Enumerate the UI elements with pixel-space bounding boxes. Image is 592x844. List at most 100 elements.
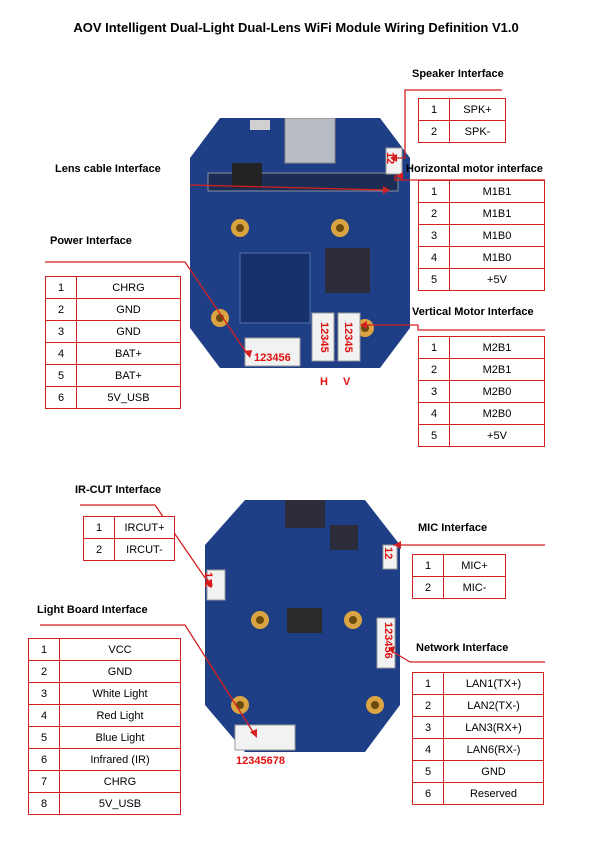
pin-name: 5V_USB xyxy=(59,792,181,815)
pin-number: 2 xyxy=(418,120,450,143)
vertical-motor-label: Vertical Motor Interface xyxy=(412,306,534,318)
ircut-label: IR-CUT Interface xyxy=(75,484,162,496)
pin-number: 4 xyxy=(28,704,60,727)
pin-name: LAN2(TX-) xyxy=(443,694,544,717)
lens-label: Lens cable Interface xyxy=(55,163,161,175)
v-pin-mark: 12345 xyxy=(342,322,354,353)
horizontal-motor-label: Horizontal motor interface xyxy=(406,163,543,175)
page-title: AOV Intelligent Dual-Light Dual-Lens WiF… xyxy=(73,20,519,35)
pin-name: White Light xyxy=(59,682,181,705)
pin-number: 1 xyxy=(418,180,450,203)
pin-number: 5 xyxy=(28,726,60,749)
pin-name: CHRG xyxy=(59,770,181,793)
pin-name: BAT+ xyxy=(76,364,181,387)
power-label: Power Interface xyxy=(50,235,132,247)
pin-name: CHRG xyxy=(76,276,181,299)
pin-number: 6 xyxy=(45,386,77,409)
pin-number: 2 xyxy=(412,694,444,717)
pin-name: MIC+ xyxy=(443,554,506,577)
pin-number: 6 xyxy=(28,748,60,771)
pin-name: M2B1 xyxy=(449,336,545,359)
power-pin-mark: 123456 xyxy=(254,352,291,364)
pin-name: 5V_USB xyxy=(76,386,181,409)
pin-number: 2 xyxy=(418,202,450,225)
h-pin-mark: 12345 xyxy=(318,322,330,353)
pin-number: 2 xyxy=(83,538,115,561)
table-row: 5+5V xyxy=(418,424,545,447)
pin-number: 3 xyxy=(28,682,60,705)
main-board-bottom xyxy=(205,500,400,752)
pin-name: LAN1(TX+) xyxy=(443,672,544,695)
pin-name: LAN3(RX+) xyxy=(443,716,544,739)
pin-name: LAN6(RX-) xyxy=(443,738,544,761)
pin-number: 3 xyxy=(418,224,450,247)
network-label: Network Interface xyxy=(416,642,509,654)
pin-number: 2 xyxy=(412,576,444,599)
pin-number: 6 xyxy=(412,782,444,805)
pin-name: Reserved xyxy=(443,782,544,805)
ircut-pin-mark: 1-2 xyxy=(202,572,214,588)
mic-pin-mark: 12 xyxy=(382,547,394,560)
pin-number: 1 xyxy=(412,554,444,577)
table-row: 5+5V xyxy=(418,268,545,291)
pin-name: GND xyxy=(76,298,181,321)
pin-name: M1B1 xyxy=(449,202,545,225)
pin-number: 1 xyxy=(418,98,450,121)
pin-number: 4 xyxy=(418,246,450,269)
pin-number: 5 xyxy=(418,424,450,447)
pin-name: +5V xyxy=(449,424,545,447)
pin-number: 3 xyxy=(418,380,450,403)
pin-name: M1B1 xyxy=(449,180,545,203)
h-label: H xyxy=(320,376,328,388)
pin-name: IRCUT- xyxy=(114,538,175,561)
pin-number: 2 xyxy=(45,298,77,321)
spk-pin-mark: 12 xyxy=(384,152,396,165)
v-label: V xyxy=(343,376,351,388)
pin-number: 3 xyxy=(412,716,444,739)
pin-name: GND xyxy=(76,320,181,343)
light-pin-mark: 12345678 xyxy=(236,755,285,767)
pin-number: 4 xyxy=(418,402,450,425)
pin-number: 8 xyxy=(28,792,60,815)
pin-name: M1B0 xyxy=(449,246,545,269)
pin-name: VCC xyxy=(59,638,181,661)
pin-number: 1 xyxy=(412,672,444,695)
pin-name: M2B0 xyxy=(449,380,545,403)
pin-name: GND xyxy=(59,660,181,683)
pin-name: Red Light xyxy=(59,704,181,727)
pin-number: 1 xyxy=(45,276,77,299)
pin-name: M2B0 xyxy=(449,402,545,425)
pin-number: 5 xyxy=(45,364,77,387)
pin-number: 4 xyxy=(45,342,77,365)
